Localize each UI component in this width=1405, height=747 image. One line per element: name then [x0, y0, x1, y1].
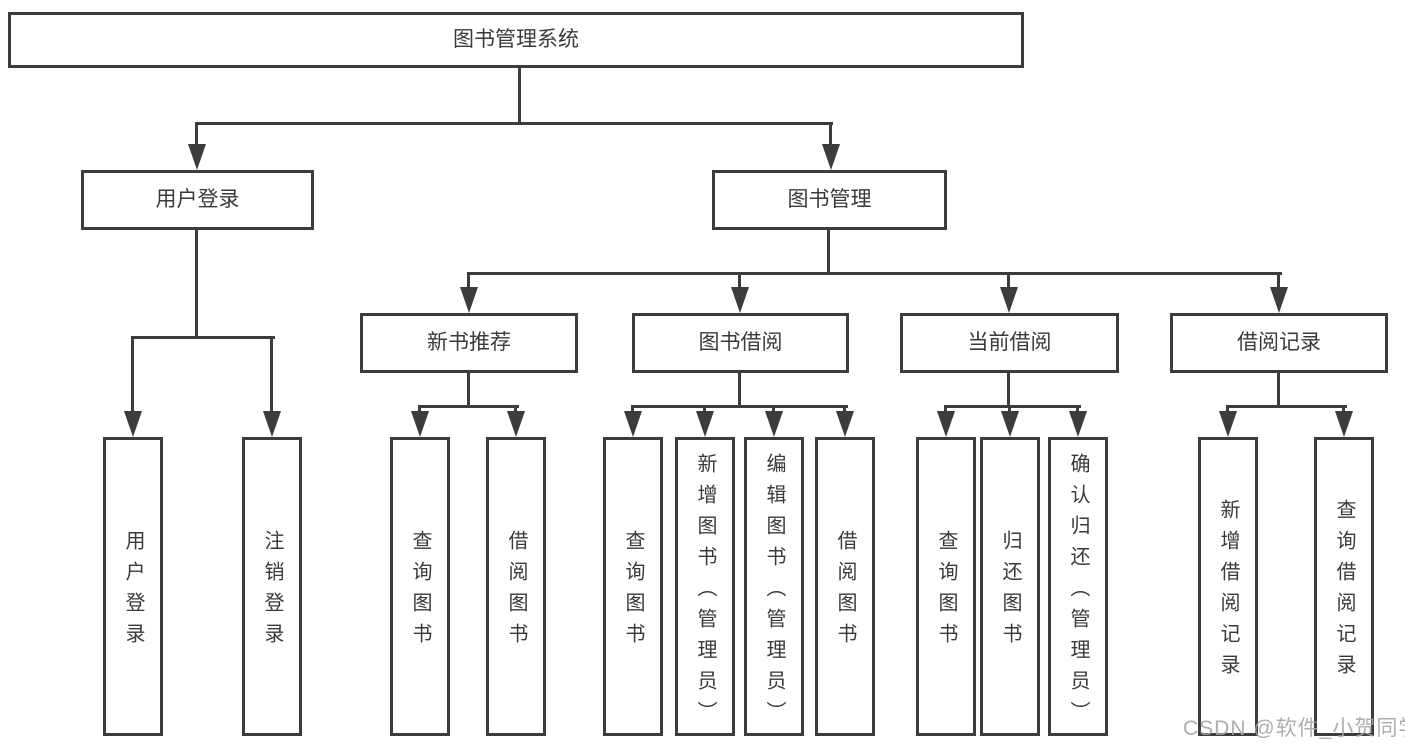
leaf-borrow-borrow: 借阅图书 [815, 437, 875, 736]
leaf-records-query: 查询借阅记录 [1314, 437, 1374, 736]
leaf-records-add: 新增借阅记录 [1198, 437, 1258, 736]
arrow-down-icon [731, 287, 749, 313]
connector-stub [829, 122, 832, 147]
connector-mgmt-stem [827, 230, 830, 275]
connector-group-rail [418, 405, 519, 408]
connector-stub [1277, 272, 1280, 289]
leaf-current-confirm-admin: 确认归还（管理员） [1048, 437, 1108, 736]
leaf-label: 借阅图书 [834, 530, 856, 654]
arrow-down-icon [624, 411, 642, 437]
connector-group-stem [467, 373, 470, 408]
leaf-label: 查询借阅记录 [1333, 499, 1355, 685]
connector-root-rail [195, 122, 833, 125]
node-current-borrow: 当前借阅 [900, 313, 1119, 373]
leaf-label: 用户登录 [122, 530, 144, 654]
leaf-borrow-add-admin: 新增图书（管理员） [675, 437, 735, 736]
arrow-down-icon [1219, 411, 1237, 437]
arrow-down-icon [507, 411, 525, 437]
csdn-watermark: CSDN @软件_小贺同学 [1183, 717, 1405, 740]
arrow-down-icon [460, 287, 478, 313]
arrow-down-icon [1069, 411, 1087, 437]
node-root: 图书管理系统 [8, 12, 1024, 68]
arrow-down-icon [188, 144, 206, 170]
leaf-label: 编辑图书（管理员） [763, 452, 785, 732]
connector-group-stem [738, 373, 741, 408]
node-label: 借阅记录 [1237, 331, 1321, 355]
arrow-down-icon [1001, 411, 1019, 437]
leaf-label: 借阅图书 [505, 530, 527, 654]
node-label: 新书推荐 [427, 331, 511, 355]
leaf-current-query: 查询图书 [916, 437, 976, 736]
connector-stub [944, 405, 947, 414]
arrow-down-icon [263, 411, 281, 437]
arrow-down-icon [696, 411, 714, 437]
connector-stub [270, 336, 273, 413]
leaf-label: 确认归还（管理员） [1067, 452, 1089, 732]
connector-group-rail [1226, 405, 1347, 408]
leaf-label: 注销登录 [261, 530, 283, 654]
connector-stub [467, 272, 470, 289]
arrow-down-icon [765, 411, 783, 437]
connector-login-stem [195, 230, 198, 339]
connector-stub [631, 405, 634, 414]
leaf-borrow-query: 查询图书 [603, 437, 663, 736]
connector-mgmt-rail [467, 272, 1282, 275]
connector-stub [418, 405, 421, 414]
connector-group-rail [631, 405, 848, 408]
node-label: 图书管理 [787, 188, 872, 212]
leaf-label: 归还图书 [999, 530, 1021, 654]
connector-group-rail [944, 405, 1081, 408]
connector-stub [1007, 272, 1010, 289]
node-label: 当前借阅 [967, 331, 1052, 355]
node-label: 用户登录 [155, 188, 240, 212]
leaf-newbook-query: 查询图书 [390, 437, 450, 736]
connector-stub [131, 336, 134, 413]
arrow-down-icon [1000, 287, 1018, 313]
arrow-down-icon [1335, 411, 1353, 437]
leaf-current-return: 归还图书 [980, 437, 1040, 736]
leaf-newbook-borrow: 借阅图书 [486, 437, 546, 736]
connector-stub [1226, 405, 1229, 414]
leaf-label: 查询图书 [409, 530, 431, 654]
connector-stub [514, 405, 517, 414]
arrow-down-icon [1270, 287, 1288, 313]
connector-stub [195, 122, 198, 147]
arrow-down-icon [124, 411, 142, 437]
node-borrow-records: 借阅记录 [1170, 313, 1388, 373]
node-root-label: 图书管理系统 [453, 28, 579, 52]
node-new-book-recommend: 新书推荐 [360, 313, 578, 373]
connector-group-stem [1277, 373, 1280, 408]
connector-stub [703, 405, 706, 414]
node-label: 图书借阅 [698, 331, 783, 355]
node-book-borrow: 图书借阅 [632, 313, 849, 373]
arrow-down-icon [411, 411, 429, 437]
connector-stub [738, 272, 741, 289]
node-book-management: 图书管理 [712, 170, 947, 230]
connector-stub [1008, 405, 1011, 414]
leaf-login-user: 用户登录 [103, 437, 163, 736]
arrow-down-icon [822, 144, 840, 170]
connector-group-stem [1007, 373, 1010, 408]
leaf-borrow-edit-admin: 编辑图书（管理员） [744, 437, 804, 736]
connector-stub [1076, 405, 1079, 414]
connector-root-stem [518, 68, 521, 124]
leaf-label: 查询图书 [935, 530, 957, 654]
connector-stub [772, 405, 775, 414]
leaf-label: 新增图书（管理员） [694, 452, 716, 732]
connector-login-rail [131, 336, 275, 339]
leaf-label: 新增借阅记录 [1217, 499, 1239, 685]
arrow-down-icon [937, 411, 955, 437]
node-user-login: 用户登录 [81, 170, 314, 230]
arrow-down-icon [836, 411, 854, 437]
connector-stub [843, 405, 846, 414]
connector-stub [1342, 405, 1345, 414]
leaf-label: 查询图书 [622, 530, 644, 654]
leaf-login-logout: 注销登录 [242, 437, 302, 736]
